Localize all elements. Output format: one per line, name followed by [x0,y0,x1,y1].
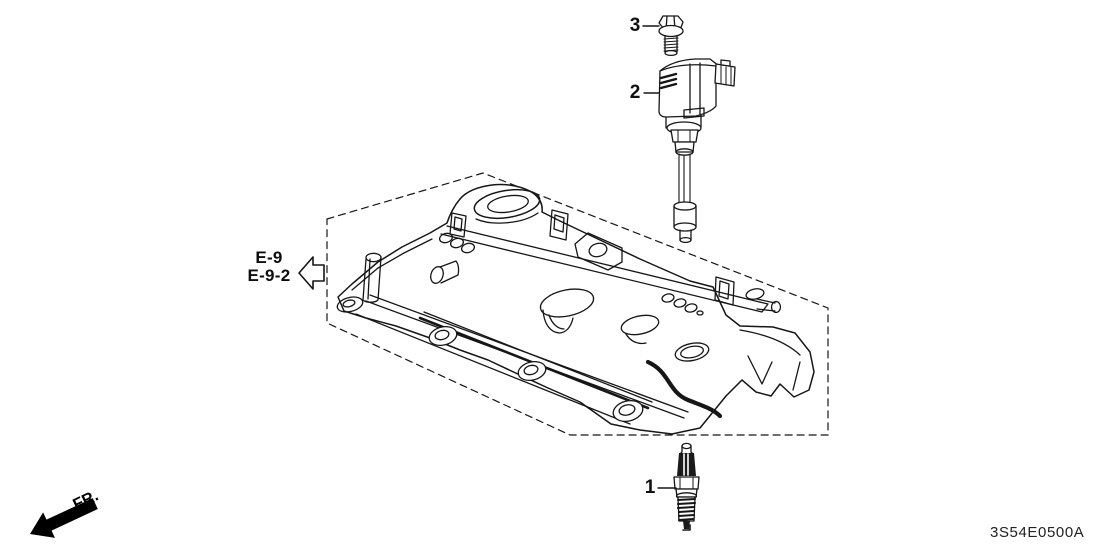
valve-cover-drawing [336,183,815,435]
side-stud [745,288,782,314]
second-opening [620,314,660,345]
callout-label-2: 2 [629,82,641,103]
clip-bracket-left [449,212,467,238]
reference-label-line1: E-9 [255,248,283,267]
bridge-bracket [574,232,623,271]
edge-curve [645,359,723,419]
callout-label-3: 3 [629,15,641,36]
spark-plug-drawing [673,442,700,531]
top-rail [440,225,769,313]
center-funnel [539,288,595,334]
bolt-tab-mid [549,209,569,241]
part-code: 3S54E0500A [990,524,1085,541]
bolt-bosses [428,325,644,423]
oil-cap [473,188,541,224]
rail-holes-right [661,293,704,316]
ignition-coil-drawing [658,58,736,244]
front-direction-arrow-icon [30,498,98,538]
reference-label-line2: E-9-2 [247,266,291,285]
plug-tube-hole [674,342,710,362]
mount-foot-left [336,296,364,313]
left-block-arrow-icon [298,256,325,290]
reference-label: E-9 E-9-2 [238,249,300,285]
flange-bolt-drawing [658,15,684,57]
dashed-boundary [326,172,829,436]
callout-label-1: 1 [644,477,656,498]
bracket-inner [739,329,801,391]
left-pillar [362,252,382,303]
breather-tube [430,260,460,284]
bolt-tab-right [714,276,735,306]
